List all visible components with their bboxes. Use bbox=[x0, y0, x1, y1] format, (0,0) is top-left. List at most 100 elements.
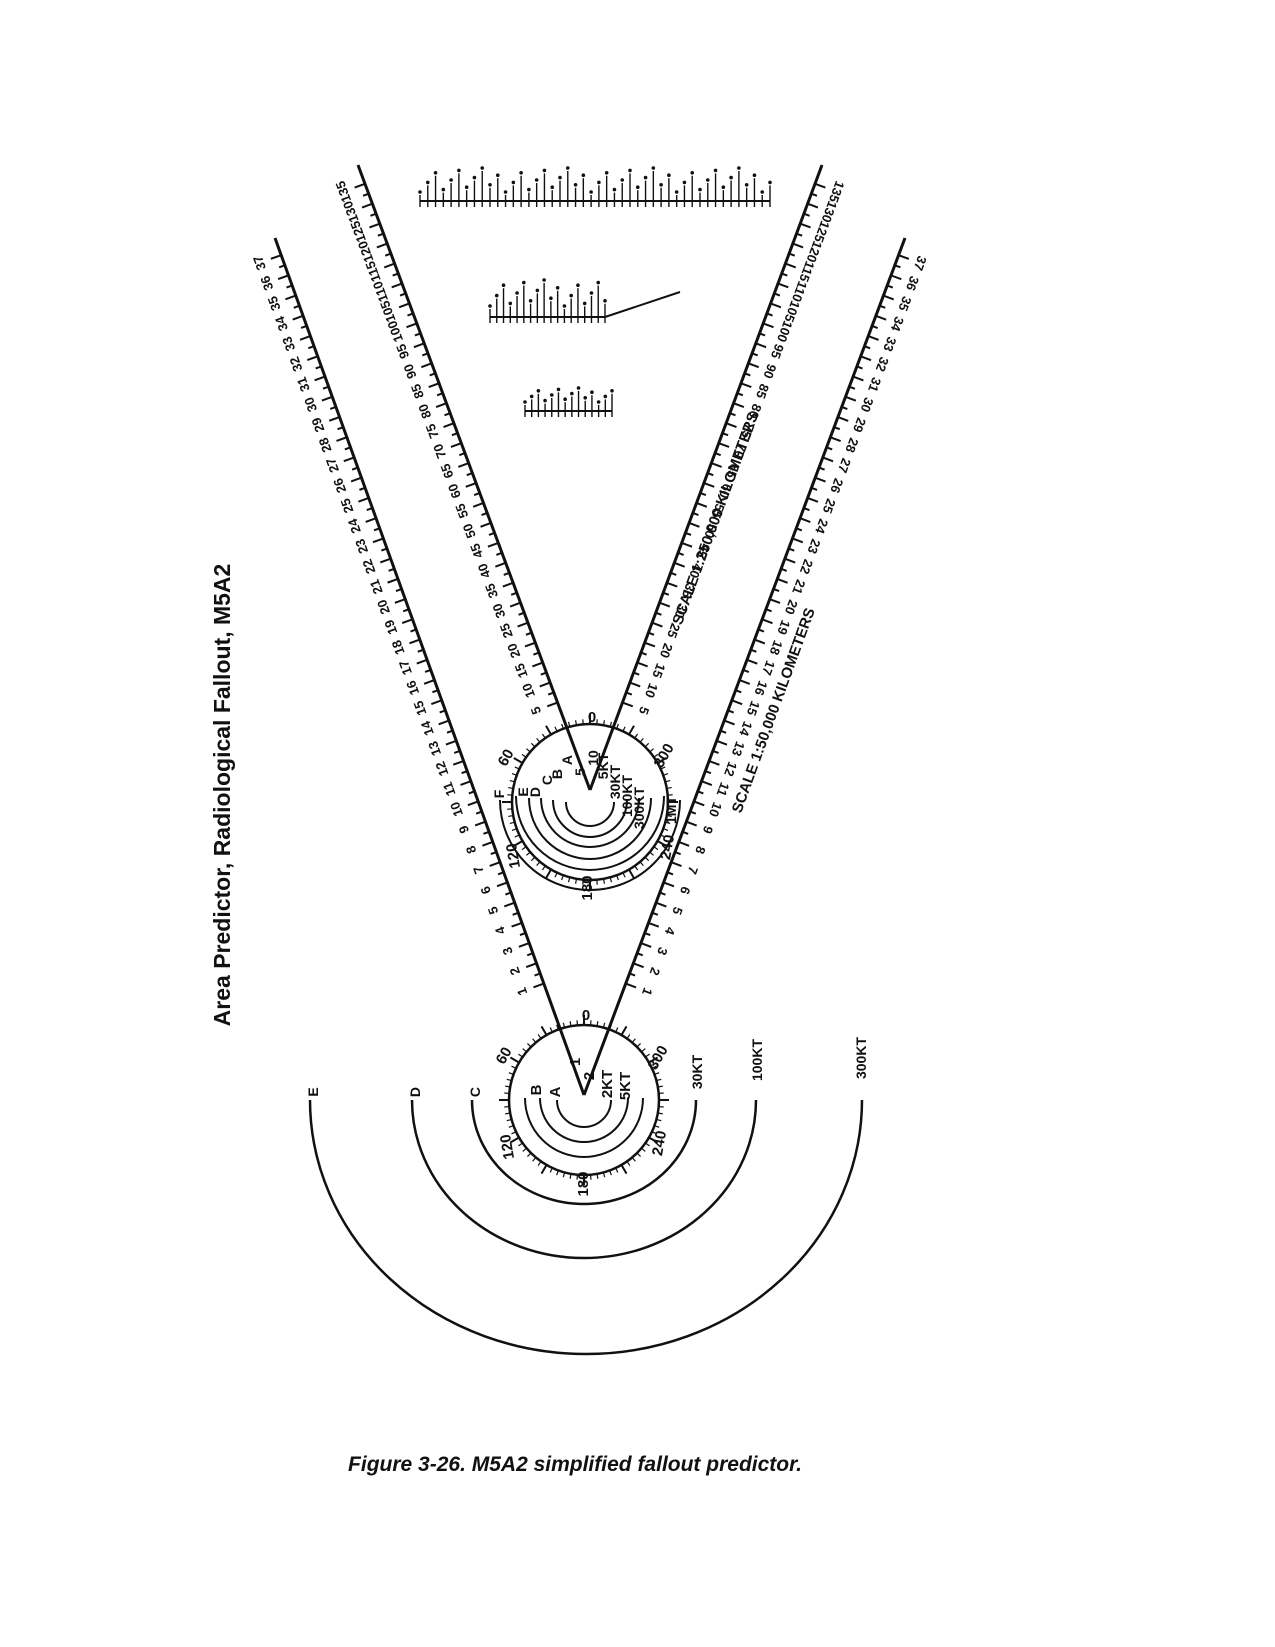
lower-right-label-1: 1 bbox=[639, 986, 656, 998]
dial-tick bbox=[649, 748, 654, 753]
nomogram-dot bbox=[674, 190, 679, 194]
scale-minor-tick bbox=[894, 264, 901, 269]
lower-right-label-12: 12 bbox=[721, 760, 740, 779]
scale-minor-tick bbox=[481, 512, 488, 516]
scale-minor-tick bbox=[444, 412, 451, 417]
scale-major-tick bbox=[467, 800, 479, 807]
scale-minor-tick bbox=[496, 551, 503, 556]
scale-major-tick bbox=[648, 921, 660, 928]
scale-major-tick bbox=[629, 681, 641, 688]
dial-tick bbox=[508, 786, 514, 790]
dial-tick bbox=[526, 748, 531, 753]
scale-major-tick bbox=[718, 442, 730, 448]
nomogram-dot bbox=[667, 173, 671, 177]
upper-right-label-105: 105 bbox=[781, 299, 803, 325]
upper-zone-c: C bbox=[539, 775, 555, 785]
scale-major-tick bbox=[372, 537, 384, 544]
scale-major-tick bbox=[445, 739, 457, 746]
scale-minor-tick bbox=[424, 669, 432, 673]
lower-left-label-35: 35 bbox=[265, 294, 284, 313]
scale-major-tick bbox=[701, 780, 713, 787]
lower-dial-deg-60: 60 bbox=[493, 1044, 516, 1067]
dial-tick bbox=[506, 1078, 512, 1082]
scale-major-tick bbox=[755, 342, 767, 349]
dial-tick bbox=[631, 1157, 636, 1162]
dial-tick bbox=[561, 723, 564, 729]
lower-left-label-33: 33 bbox=[279, 335, 298, 354]
lower-left-label-32: 32 bbox=[286, 355, 305, 374]
nomogram-dot bbox=[527, 187, 531, 192]
nomogram-dot bbox=[433, 171, 438, 175]
upper-right-label-10: 10 bbox=[642, 681, 661, 700]
upper-left-label-60: 60 bbox=[445, 482, 464, 501]
upper-yield-1mt: 1MT bbox=[663, 796, 679, 824]
lower-right-label-8: 8 bbox=[692, 844, 709, 856]
dial-tick bbox=[569, 1173, 572, 1179]
nomogram-dot bbox=[612, 187, 617, 192]
scale-minor-tick bbox=[421, 352, 429, 357]
nomogram-dot bbox=[760, 190, 765, 194]
scale-major-tick bbox=[465, 482, 477, 488]
lower-left-label-30: 30 bbox=[301, 395, 320, 414]
dial-tick bbox=[511, 828, 517, 831]
dial-tick bbox=[616, 875, 619, 881]
scale-major-tick bbox=[511, 921, 523, 928]
scale-major-tick bbox=[733, 402, 745, 408]
scale-major-tick bbox=[376, 242, 388, 249]
scale-major-tick bbox=[890, 274, 902, 281]
upper-dial-deg-300: 300 bbox=[650, 741, 677, 771]
lower-left-label-23: 23 bbox=[352, 537, 371, 556]
scale-major-tick bbox=[406, 322, 418, 329]
nomogram-dot bbox=[768, 180, 772, 185]
lower-left-label-3: 3 bbox=[499, 945, 516, 957]
scale-minor-tick bbox=[625, 691, 633, 696]
scale-minor-tick bbox=[841, 405, 848, 410]
dial-tick bbox=[657, 757, 667, 764]
nomogram-dot bbox=[659, 183, 663, 187]
scale-major-tick bbox=[438, 719, 450, 726]
upper-zone-d: D bbox=[527, 787, 543, 797]
scale-major-tick bbox=[792, 537, 804, 544]
dial-tick bbox=[656, 1118, 662, 1122]
dial-tick bbox=[514, 766, 520, 770]
nomogram-dot bbox=[576, 386, 581, 390]
dial-tick bbox=[508, 814, 514, 818]
scale-major-tick bbox=[655, 901, 667, 908]
lower-left-label-28: 28 bbox=[316, 436, 335, 455]
lower-right-label-32: 32 bbox=[873, 355, 892, 374]
scale-minor-tick bbox=[519, 932, 526, 936]
upper-right-label-120: 120 bbox=[804, 239, 826, 265]
scale-major-tick bbox=[670, 861, 682, 867]
dial-tick bbox=[665, 821, 671, 825]
upper-right-label-70: 70 bbox=[731, 442, 750, 461]
scale-major-tick bbox=[472, 502, 484, 508]
scale-minor-tick bbox=[677, 551, 684, 556]
lower-left-label-4: 4 bbox=[492, 924, 509, 937]
scale-minor-tick bbox=[505, 891, 512, 896]
dial-tick bbox=[532, 1157, 537, 1162]
dial-tick bbox=[545, 725, 552, 735]
scale-minor-tick bbox=[788, 252, 796, 257]
dial-tick bbox=[549, 1167, 553, 1173]
upper-right-label-60: 60 bbox=[716, 482, 735, 501]
scale-major-tick bbox=[711, 462, 723, 468]
upper-left-label-120: 120 bbox=[355, 239, 377, 265]
dial-tick bbox=[634, 865, 639, 871]
upper-left-label-45: 45 bbox=[467, 541, 486, 560]
nomogram-dot bbox=[488, 304, 492, 308]
scale-minor-tick bbox=[795, 527, 803, 532]
upper-dial-deg-180: 180 bbox=[579, 875, 596, 900]
scale-minor-tick bbox=[780, 567, 788, 572]
lower-left-label-37: 37 bbox=[250, 254, 269, 273]
scale-major-tick bbox=[306, 355, 318, 361]
upper-left-label-20: 20 bbox=[504, 641, 523, 660]
dial-tick bbox=[561, 875, 564, 881]
scale-minor-tick bbox=[429, 372, 436, 377]
dial-tick bbox=[656, 1078, 662, 1082]
lower-right-label-2: 2 bbox=[647, 965, 664, 977]
scale-major-tick bbox=[814, 476, 826, 483]
lower-right-label-29: 29 bbox=[850, 416, 869, 435]
nomogram-dot bbox=[604, 171, 609, 175]
nomogram-dot bbox=[570, 391, 574, 396]
